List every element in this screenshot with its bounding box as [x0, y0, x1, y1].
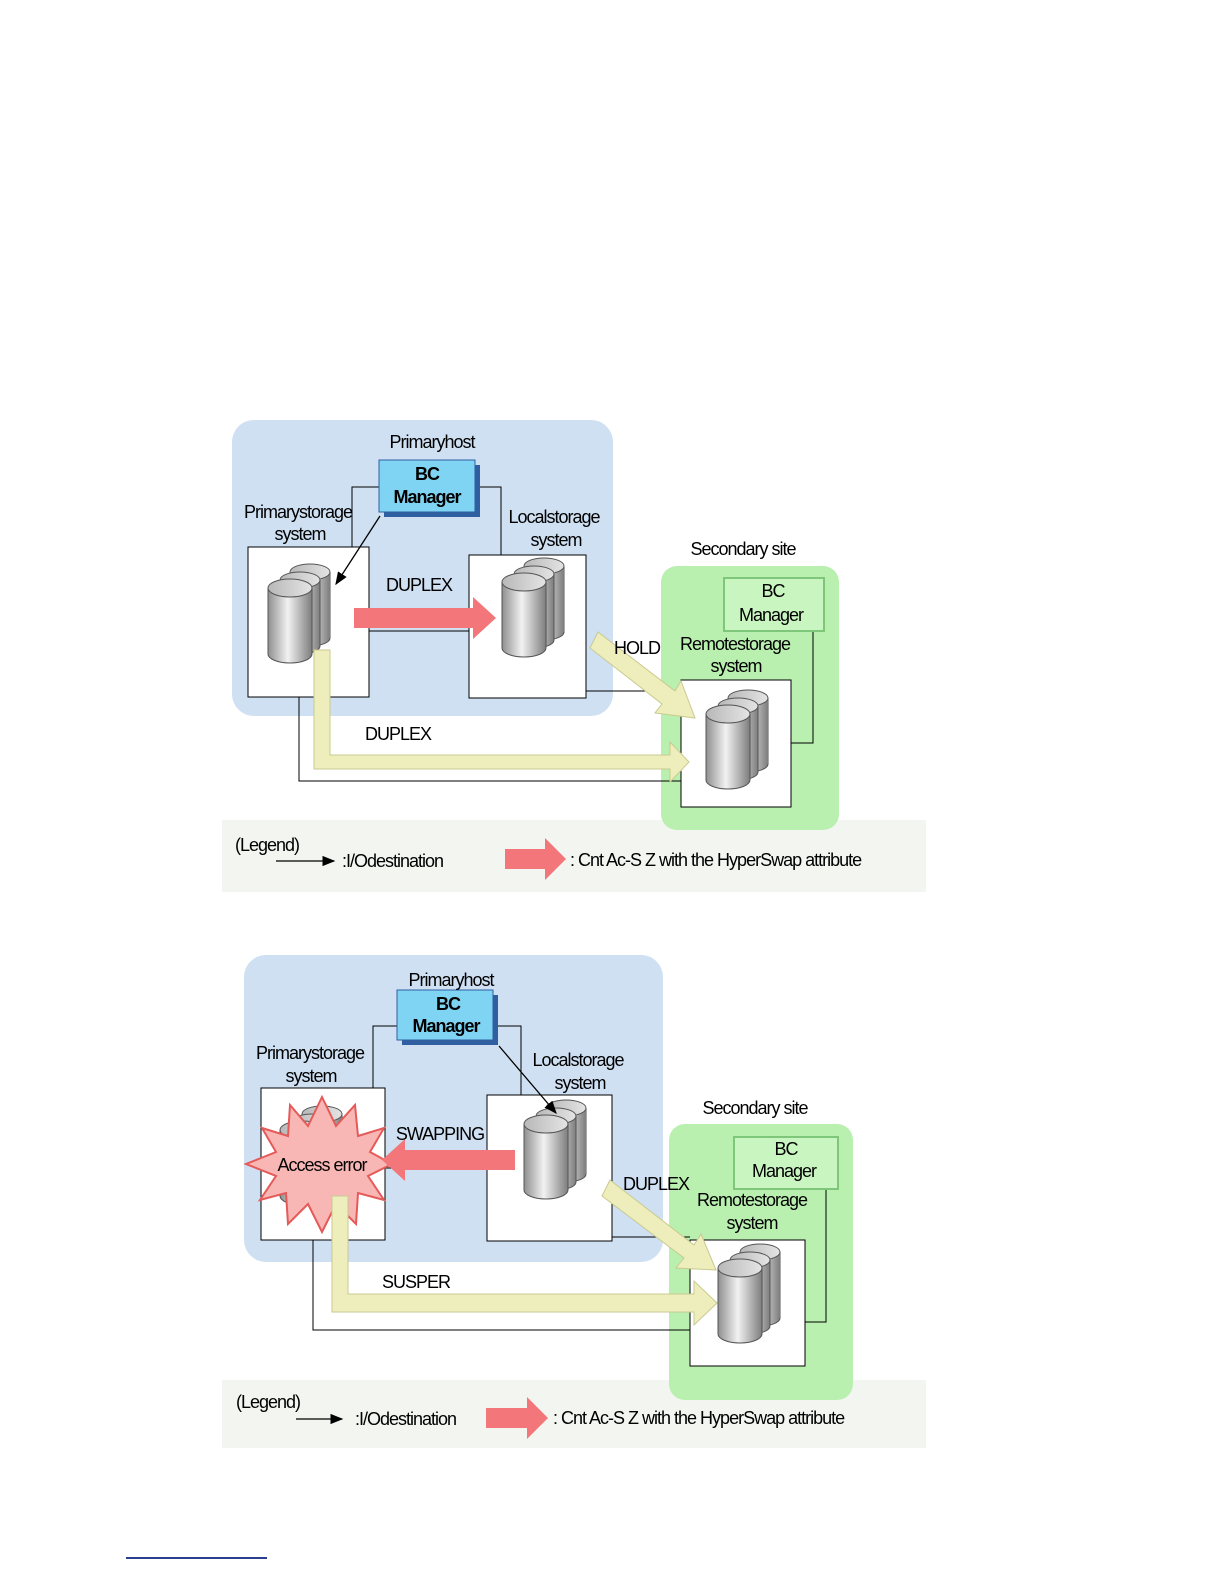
pair-status-local-remote: HOLD	[614, 638, 661, 658]
host-link-right	[480, 486, 502, 555]
secondary-bc-link	[791, 632, 814, 744]
pair-arrow-primary-remote	[313, 649, 690, 784]
pair-arrow-local-remote	[601, 1179, 717, 1271]
legend-hyperswap-label: : Cnt Ac-S Z with the HyperSwap attribut…	[570, 850, 862, 870]
hyperswap-arrow-primary-local	[354, 597, 496, 639]
legend-title: (Legend)	[236, 1392, 300, 1412]
secondary-bc-manager-box	[733, 1136, 839, 1190]
legend-background	[222, 820, 926, 892]
secondary-bc-label-line2: Manager	[752, 1161, 817, 1181]
pair-status-local-remote: DUPLEX	[623, 1174, 690, 1194]
host-link-left	[372, 1025, 397, 1088]
local-storage-label-line2: system	[554, 1073, 605, 1093]
legend-io-label: :I/Odestination	[355, 1409, 456, 1429]
legend-hyperswap-label: : Cnt Ac-S Z with the HyperSwap attribut…	[553, 1408, 845, 1428]
bc-manager-box	[378, 459, 476, 513]
bc-manager-label-line2: Manager	[412, 1016, 480, 1036]
pair-status-primary-local: DUPLEX	[386, 575, 453, 595]
diagram-2: Primaryhost BC Manager Primarystorage sy…	[222, 955, 926, 1448]
secondary-bc-label-line1: BC	[761, 581, 785, 601]
secondary-bc-label-line1: BC	[774, 1139, 798, 1159]
io-destination-arrow	[335, 515, 381, 586]
primary-host-label: Primaryhost	[408, 970, 494, 990]
pair-arrow-local-remote	[589, 631, 696, 719]
secondary-bc-manager-box	[723, 577, 825, 632]
remote-storage-label-line1: Remotestorage	[680, 634, 791, 654]
pair-status-primary-local: SWAPPING	[396, 1124, 484, 1144]
primary-remote-link	[312, 1240, 690, 1331]
secondary-site-label: Secondary site	[690, 539, 796, 559]
hyperswap-arrow-local-primary	[382, 1139, 515, 1181]
bc-manager-label-line2: Manager	[393, 487, 461, 507]
local-storage-label-line1: Localstorage	[532, 1050, 624, 1070]
remote-storage-label-line2: system	[710, 656, 761, 676]
pair-status-primary-remote: SUSPER	[382, 1272, 451, 1292]
pair-status-primary-remote: DUPLEX	[365, 724, 432, 744]
primary-storage-label-line1: Primarystorage	[256, 1043, 365, 1063]
bc-manager-box	[396, 989, 494, 1041]
primary-storage-label-line2: system	[285, 1066, 336, 1086]
remote-storage-label-line2: system	[726, 1213, 777, 1233]
secondary-site-label: Secondary site	[702, 1098, 808, 1118]
bc-manager-label-line1: BC	[415, 464, 440, 484]
primary-storage-label-line2: system	[274, 524, 325, 544]
secondary-bc-link	[805, 1189, 827, 1323]
pair-arrow-primary-remote	[331, 1195, 718, 1327]
legend-hyperswap-arrow	[505, 838, 566, 880]
legend-hyperswap-arrow	[486, 1397, 548, 1439]
primary-host-label: Primaryhost	[389, 432, 475, 452]
legend-io-label: :I/Odestination	[342, 851, 443, 871]
primary-remote-link	[298, 697, 681, 782]
primary-storage-label-line1: Primarystorage	[244, 502, 353, 522]
local-storage-label-line1: Localstorage	[508, 507, 600, 527]
io-destination-arrow	[498, 1045, 557, 1114]
diagram-1: Primaryhost BC Manager Primarystorage sy…	[222, 420, 926, 892]
host-link-left	[351, 486, 379, 547]
bc-manager-label-line1: BC	[436, 994, 461, 1014]
local-storage-label-line2: system	[530, 530, 581, 550]
access-error-burst	[243, 1094, 395, 1235]
legend-title: (Legend)	[235, 835, 299, 855]
footer-link-underline	[126, 1557, 267, 1559]
access-error-label: Access error	[277, 1155, 367, 1175]
secondary-bc-label-line2: Manager	[739, 605, 804, 625]
remote-storage-label-line1: Remotestorage	[697, 1190, 808, 1210]
